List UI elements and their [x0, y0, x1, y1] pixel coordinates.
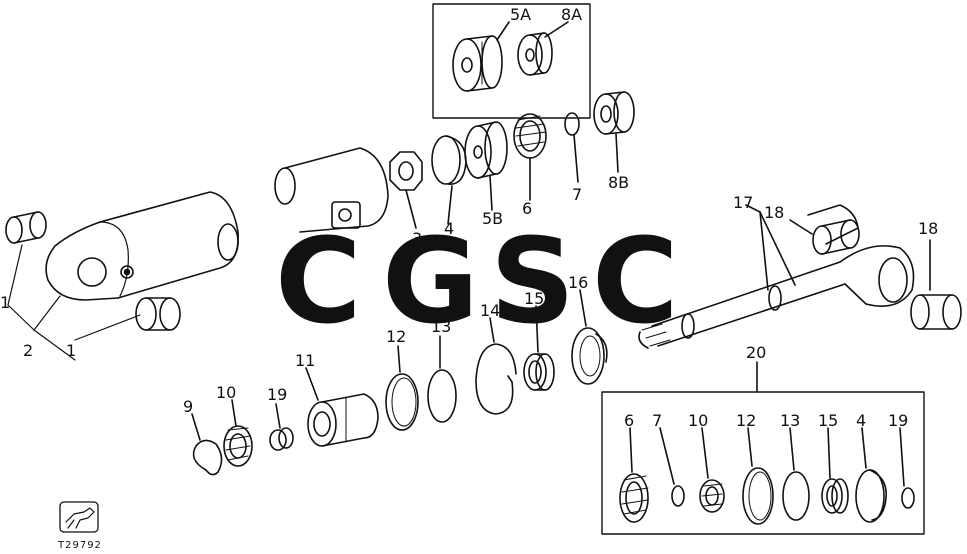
callout-labels: 1 1 2 3 4 5A 8A 5B 6 7 8B 9 10 19 11 12 … — [0, 5, 938, 551]
callout-14: 14 — [480, 301, 500, 320]
callout-3: 3 — [412, 229, 422, 248]
callout-7: 7 — [572, 185, 582, 204]
kit-callout-12: 12 — [736, 411, 756, 430]
callout-11: 11 — [295, 351, 315, 370]
callout-18-right: 18 — [918, 219, 938, 238]
part-18-bushing-right — [910, 239, 962, 330]
part-12-ring — [385, 345, 419, 431]
watermark-letter-c2: C — [592, 212, 679, 350]
callout-13: 13 — [431, 317, 451, 336]
kit-callout-19: 19 — [888, 411, 908, 430]
part-3-nut — [389, 151, 423, 229]
part-9-snap-ring — [191, 413, 223, 476]
callout-5a: 5A — [510, 5, 531, 24]
callout-8a: 8A — [561, 5, 582, 24]
watermark-letter-g: G — [382, 212, 479, 350]
callout-10: 10 — [216, 383, 236, 402]
figure-code: T29792 — [57, 540, 102, 550]
callout-15: 15 — [524, 289, 544, 308]
part-17-piston-rod — [638, 204, 915, 349]
callout-6: 6 — [522, 199, 532, 218]
part-8b-wiper — [593, 91, 635, 173]
part-15-seal — [523, 305, 555, 391]
part-16-ring — [571, 289, 608, 385]
callout-8b: 8B — [608, 173, 629, 192]
part-2-cylinder-barrel — [45, 191, 239, 301]
kit-callout-15: 15 — [818, 411, 838, 430]
watermark-letter-c1: C — [275, 212, 362, 350]
part-10-nut — [223, 399, 253, 467]
callout-19: 19 — [267, 385, 287, 404]
part-8a-wiper — [517, 32, 553, 76]
part-1-bushing-lower — [135, 297, 181, 331]
callout-12: 12 — [386, 327, 406, 346]
callout-5b: 5B — [482, 209, 503, 228]
part-1-bushing-left — [5, 211, 47, 244]
callout-1-right: 1 — [66, 341, 76, 360]
kit-callout-7: 7 — [652, 411, 662, 430]
kit-box-20 — [601, 361, 925, 535]
part-18-bushing-top — [789, 219, 860, 255]
callout-1-left: 1 — [0, 293, 10, 312]
john-deere-logo-icon — [59, 501, 99, 533]
part-14-snap-ring — [475, 317, 517, 415]
part-13-ring — [427, 335, 457, 423]
part-7-oring — [564, 112, 580, 183]
kit-box-5a-8a — [432, 3, 591, 119]
callout-20: 20 — [746, 343, 766, 362]
callout-9: 9 — [183, 397, 193, 416]
kit-callout-6: 6 — [624, 411, 634, 430]
part-19-washer — [269, 403, 294, 451]
part-11-gland — [305, 367, 379, 447]
part-4-ring — [431, 135, 467, 225]
cgsc-watermark: C G S C — [275, 212, 679, 350]
kit-callout-4: 4 — [856, 411, 866, 430]
part-5b-piston — [464, 121, 508, 211]
part-6-seal — [513, 113, 547, 201]
kit-callout-13: 13 — [780, 411, 800, 430]
callout-4: 4 — [444, 219, 454, 238]
callout-17: 17 — [733, 193, 753, 212]
watermark-letter-s: S — [490, 212, 575, 350]
callout-16: 16 — [568, 273, 588, 292]
callout-2: 2 — [23, 341, 33, 360]
callout-18-top: 18 — [764, 203, 784, 222]
part-5a-piston — [452, 35, 503, 92]
part-cylinder-tube-upper — [274, 147, 389, 233]
leaders-1-2 — [7, 244, 141, 361]
kit-callout-10: 10 — [688, 411, 708, 430]
